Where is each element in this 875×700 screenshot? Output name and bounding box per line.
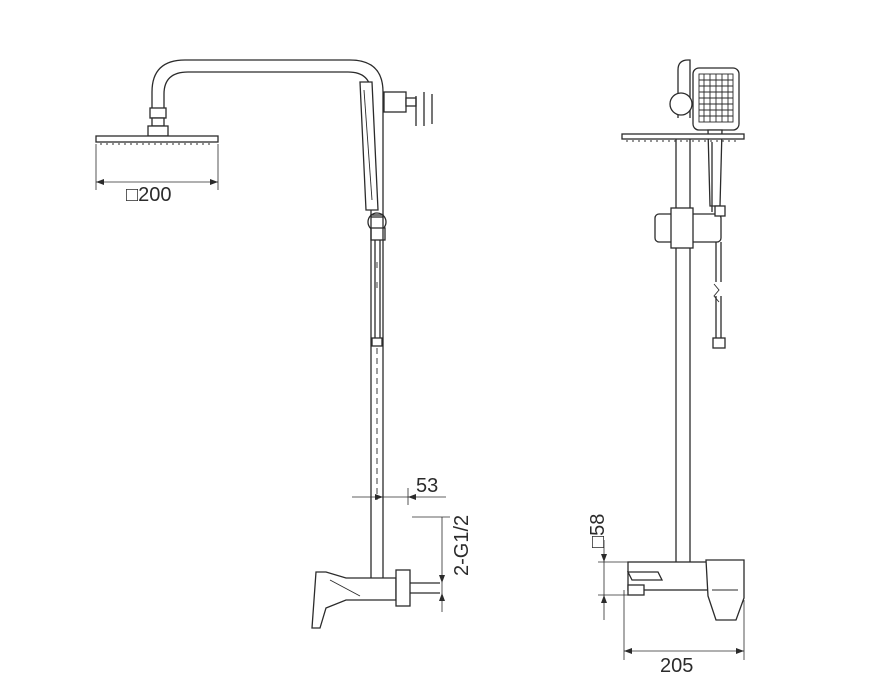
dimension-pipe-offset: 53 [352,475,446,505]
dimension-depth: 205 [623,590,745,677]
spray-grid [699,74,733,122]
side-riser-top [669,59,693,118]
side-hose [711,142,726,349]
dimension-mixer-height-label: □58 [587,514,609,548]
dimension-thread: 2-G1/2 [412,515,473,612]
dimension-shower-head: □200 [95,144,219,206]
shower-hose [374,240,381,340]
dimension-pipe-offset-label: 53 [416,475,438,497]
riser-pipe [370,214,384,578]
head-connector [147,107,169,137]
side-riser [675,139,691,562]
mixer-valve [311,569,440,629]
shower-head [95,135,219,145]
dimension-shower-head-label: □200 [126,184,171,206]
dimension-thread-label: 2-G1/2 [451,515,473,576]
dimension-mixer-height: □58 [587,514,628,620]
side-view: □58 205 [587,59,745,677]
dimension-depth-label: 205 [660,655,693,677]
side-mixer [626,559,745,621]
wall-bracket [383,91,433,126]
hand-shower [359,81,379,211]
side-slider [654,205,726,249]
front-view: □200 [95,59,473,629]
side-shower-plate [621,133,745,142]
